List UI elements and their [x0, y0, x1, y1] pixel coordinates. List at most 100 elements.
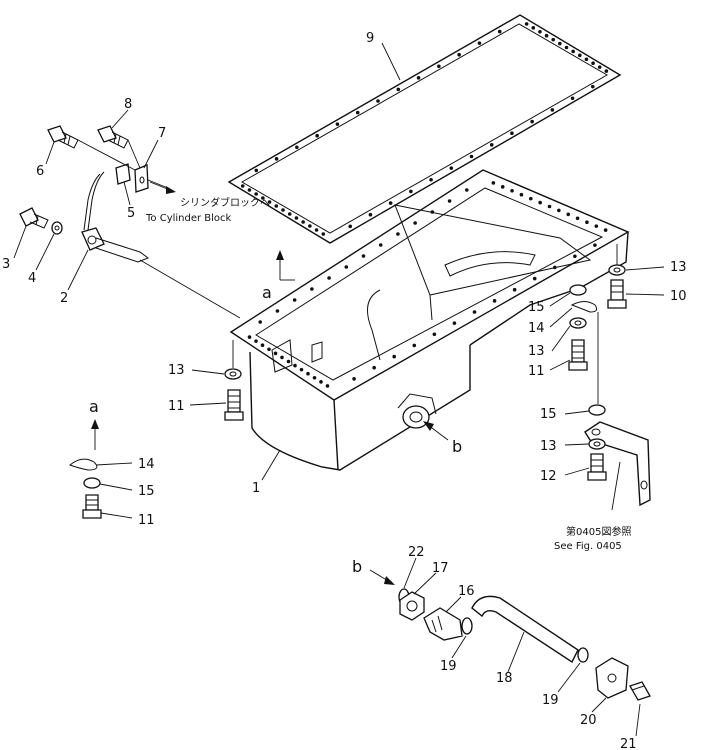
bolt-hole: [593, 243, 597, 247]
bolt-hole: [469, 154, 474, 159]
bolt-hole: [396, 232, 400, 236]
bolt-hole: [286, 359, 291, 364]
callout-9: 9: [366, 31, 374, 46]
callout-12: 12: [540, 469, 557, 484]
valve-20: [595, 657, 629, 699]
bolt-hole: [295, 145, 299, 150]
bolt-hole: [477, 41, 482, 45]
bolt-hole: [376, 99, 380, 103]
bolt-hole: [240, 184, 245, 188]
bolt-hole: [573, 254, 577, 259]
clip-14-detail: [69, 458, 98, 471]
bolt-hole: [591, 61, 595, 66]
clamp-19-right: [577, 647, 589, 663]
bolt-hole: [492, 299, 497, 303]
bolt-hole: [449, 166, 454, 170]
bolt-hole: [437, 64, 441, 69]
nut-17: [399, 591, 425, 621]
bolt-hole: [590, 84, 595, 89]
bracket-7: [134, 164, 149, 193]
callout-8: 8: [124, 97, 132, 112]
bolt-hole: [566, 212, 571, 217]
bolt-hole: [510, 188, 514, 193]
bolt-hole: [287, 212, 292, 216]
washer-13-left: [224, 368, 242, 380]
bolt-hole: [531, 26, 536, 30]
bolt-hole: [388, 201, 393, 205]
bolt-10: [607, 279, 627, 309]
note-cylinder-block-jp: シリンダブロックへ: [180, 196, 270, 209]
bolt-11-left: [224, 389, 244, 421]
washer-13-mid-right: [569, 317, 587, 329]
bolt-11-right: [568, 339, 588, 371]
bolt-hole: [396, 87, 401, 92]
callout-2: 2: [60, 291, 68, 306]
bolt-hole: [603, 228, 608, 232]
bolt-hole: [247, 188, 252, 192]
callout-21: 21: [620, 737, 637, 750]
bolt-hole: [306, 371, 310, 376]
bolt-hole: [524, 22, 529, 26]
o-ring-15-upper: [569, 284, 587, 296]
bolt-hole: [344, 265, 349, 269]
callout-3: 3: [2, 257, 10, 272]
bolt-hole: [254, 168, 259, 173]
washer-4: [51, 221, 63, 235]
bolt-hole: [312, 375, 317, 380]
note-see-fig-en: See Fig. 0405: [554, 541, 622, 552]
bolt-hole: [267, 347, 271, 352]
view-a-detail: a: [89, 397, 99, 416]
bolt-hole: [325, 384, 330, 388]
bolt-hole: [308, 224, 312, 228]
note-cylinder-block-en: To Cylinder Block: [145, 213, 232, 224]
bolt-hole: [528, 196, 533, 201]
bolt-hole: [327, 276, 331, 280]
notes: シリンダブロックへ To Cylinder Block 第0405図参照 See…: [145, 196, 631, 552]
callout-20: 20: [580, 713, 597, 728]
callout-15-detail: 15: [138, 484, 155, 499]
bolt-hole: [472, 310, 477, 314]
bolt-hole: [361, 254, 366, 258]
callout-labels: 1 2 3 4 5 6 7 8 9 10 11 11 11 12 13 13 1…: [2, 31, 687, 750]
bolt-hole: [412, 343, 417, 348]
bolt-8: [97, 125, 129, 149]
callout-4: 4: [28, 271, 36, 286]
bolt-hole: [538, 29, 542, 34]
bolt-hole: [544, 33, 549, 38]
clamp-5: [83, 163, 131, 231]
bolt-hole: [368, 212, 373, 217]
bolt-hole: [260, 343, 265, 348]
bolt-hole: [247, 335, 252, 339]
callout-13-left: 13: [168, 363, 185, 378]
clamp-19-left: [461, 617, 473, 635]
bolt-hole: [319, 380, 323, 384]
bolt-hole: [292, 298, 297, 302]
bolt-hole: [378, 243, 383, 247]
bolt-hole: [413, 221, 417, 225]
bolt-hole: [432, 332, 437, 337]
bolt-hole: [597, 65, 602, 69]
callout-19-left: 19: [440, 659, 457, 674]
bolt-hole: [429, 177, 433, 182]
bolt-hole: [321, 232, 326, 236]
o-ring-15-detail: [83, 477, 101, 489]
bolt-hole: [430, 210, 435, 214]
bolt-hole: [577, 53, 582, 58]
bolt-hole: [530, 119, 534, 124]
bolt-21: [629, 681, 651, 701]
bolt-hole: [489, 143, 494, 147]
bolt-hole: [335, 122, 340, 126]
bolt-hole: [254, 192, 258, 196]
callout-22: 22: [408, 545, 425, 560]
view-a-pan: a: [262, 283, 272, 302]
bolt-11-detail: [82, 494, 102, 519]
bolt-hole: [457, 52, 461, 57]
bolt-hole: [301, 220, 305, 224]
bolt-hole: [293, 363, 297, 368]
bolt-hole: [532, 276, 537, 281]
oil-pan-gasket: [227, 14, 622, 244]
bolt-hole: [348, 224, 353, 229]
bolt-hole: [447, 199, 452, 203]
bolt-hole: [299, 367, 304, 372]
